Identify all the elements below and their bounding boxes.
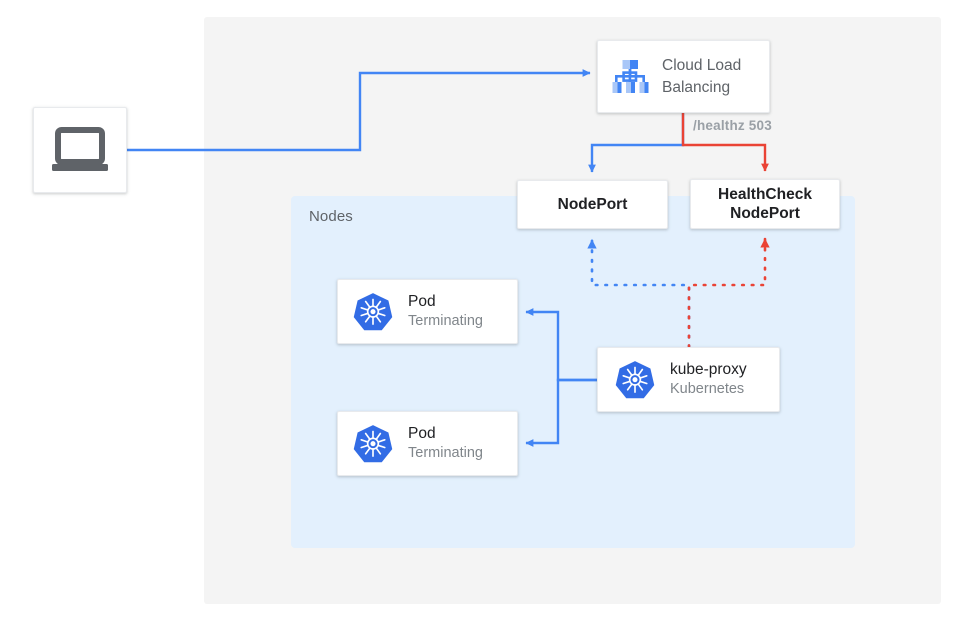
healthcheck-nodeport-label: HealthCheck NodePort [718,185,812,224]
nodeport-card[interactable]: NodePort [517,180,668,229]
kube-proxy-subtitle: Kubernetes [670,380,745,397]
cloud-load-balancing-label-line2: Balancing [662,78,731,96]
kube-proxy-title: kube-proxy [670,360,747,378]
pod-card-2[interactable]: Pod Terminating [337,411,518,476]
cloud-load-balancing-label-line1: Cloud Load [662,57,742,75]
laptop-icon [52,127,108,171]
wire-kube-proxy-to-healthcheck-nodeport [687,237,770,349]
pod-card-1-text: Pod Terminating [408,292,483,332]
pod-card-1-title: Pod [408,292,436,310]
healthz-annotation-label: /healthz 503 [693,118,772,133]
client-laptop-card[interactable] [33,107,127,193]
pod-card-2-status: Terminating [408,444,483,461]
wire-kube-proxy-to-pod-2 [525,378,597,447]
wire-client-to-load-balancer [127,69,591,152]
cloud-load-balancing-label: Cloud Load Balancing [662,55,741,98]
healthcheck-nodeport-card[interactable]: HealthCheck NodePort [690,179,840,229]
kubernetes-icon [615,360,655,398]
healthcheck-nodeport-label-line2: NodePort [730,205,800,222]
wire-load-balancer-to-healthcheck-nodeport [681,113,769,172]
kubernetes-icon [353,424,393,462]
kube-proxy-card[interactable]: kube-proxy Kubernetes [597,347,780,412]
healthcheck-nodeport-label-line1: HealthCheck [718,185,812,203]
pod-card-1-status: Terminating [408,312,483,329]
wire-load-balancer-to-nodeport [588,113,685,173]
pod-card-1[interactable]: Pod Terminating [337,279,518,344]
wire-kube-proxy-to-nodeport [587,238,691,349]
wire-kube-proxy-to-pod-1 [525,308,597,382]
cloud-load-balancing-card[interactable]: Cloud Load Balancing [597,40,770,113]
pod-card-2-title: Pod [408,424,436,442]
kube-proxy-text: kube-proxy Kubernetes [670,360,747,400]
pod-card-2-text: Pod Terminating [408,424,483,464]
cloud-load-balancing-icon [608,57,652,97]
nodes-group-label: Nodes [309,208,353,225]
nodeport-label: NodePort [557,195,628,213]
kubernetes-icon [353,292,393,330]
